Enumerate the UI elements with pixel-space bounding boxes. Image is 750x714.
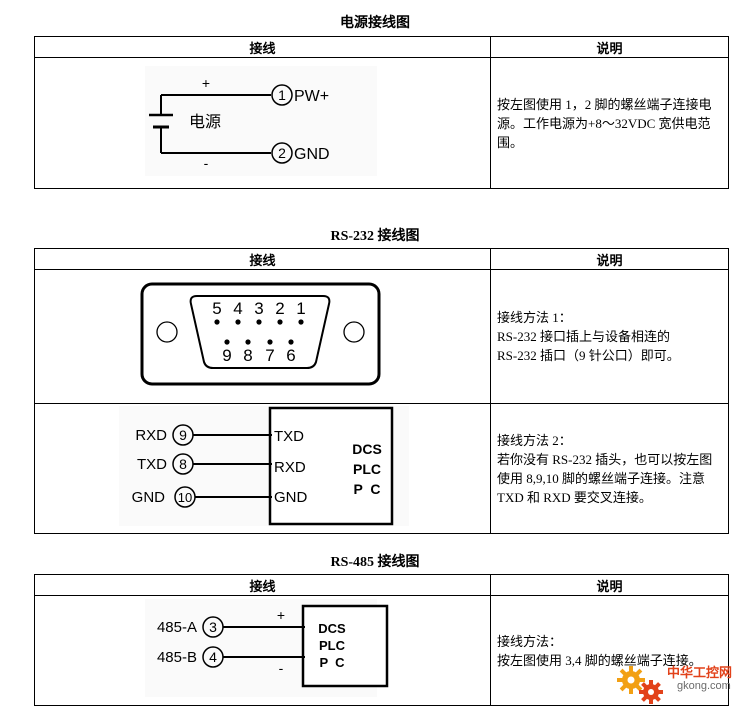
db9-shell (140, 282, 381, 386)
terminal-number: 10 (178, 490, 192, 505)
gear-logo-icon (617, 666, 663, 704)
rs232-method2-description: 接线方法 2： 若你没有 RS-232 插头，也可以按左图 使用 8,9,10 … (490, 403, 729, 534)
pin-number: 2 (275, 299, 284, 318)
pin-1-circle (271, 84, 293, 106)
signal-label-txd: TXD (137, 456, 167, 473)
plus-sign: + (202, 75, 210, 91)
diagram-backdrop (145, 66, 377, 176)
pin-dot-6 (288, 339, 294, 345)
pin-2-circle (271, 142, 293, 164)
pin-number: 5 (212, 299, 221, 318)
signal-label-rxd: RXD (135, 427, 167, 444)
db9-d-outline (189, 295, 331, 369)
device-box (301, 604, 389, 688)
pin-dot-1 (298, 319, 304, 325)
pin-dot-4 (235, 319, 241, 325)
pin-dot-9 (224, 339, 230, 345)
signal-label-485a: 485-A (157, 619, 197, 636)
pin-1-label: PW+ (294, 88, 329, 105)
device-terminal-gnd: GND (274, 489, 308, 506)
pin-number: 7 (265, 346, 274, 365)
db9-connector-diagram: 5 4 3 2 1 9 8 7 6 (140, 282, 381, 386)
signal-label-485b: 485-B (157, 649, 197, 666)
col-header-note: 说明 (490, 36, 729, 58)
device-label-plc: PLC (319, 638, 346, 653)
pin-number: 9 (222, 346, 231, 365)
rs485-section-title: RS-485 接线图 (330, 555, 420, 570)
mount-hole-left (156, 321, 178, 343)
pin-dot-2 (277, 319, 283, 325)
pin-dot-3 (256, 319, 262, 325)
col-header-wiring: 接线 (34, 36, 491, 58)
pin-dot-5 (214, 319, 220, 325)
pin-dot-8 (245, 339, 251, 345)
rs232-terminal-diagram: DCS PLC P C RXD 9 TXD TXD 8 RXD GND 10 (119, 406, 409, 526)
device-label-dcs: DCS (352, 441, 382, 457)
watermark-en: gkong.com (677, 680, 731, 692)
db9-diagram-cell: 5 4 3 2 1 9 8 7 6 (34, 269, 491, 404)
device-label-dcs: DCS (318, 621, 346, 636)
signal-label-gnd: GND (132, 489, 166, 506)
rs485-wiring-table: 接线 说明 DCS PLC P C 485-A 3 + 485-B 4 (34, 574, 729, 706)
power-description: 按左图使用 1，2 脚的螺丝端子连接电 源。工作电源为+8～32VDC 宽供电范… (490, 57, 729, 189)
rs485-description: 接线方法： 按左图使用 3,4 脚的螺丝端子连接。 (490, 595, 729, 706)
pin-number: 8 (243, 346, 252, 365)
pin-2-label: GND (294, 146, 330, 163)
rs232-wiring-table: 接线 说明 (34, 248, 729, 534)
device-label-pc: P C (319, 655, 345, 670)
polarity-minus: - (279, 660, 284, 676)
minus-sign: - (204, 155, 209, 171)
device-label-plc: PLC (353, 461, 381, 477)
watermark-cn: 中华工控网 (667, 666, 733, 681)
pin-1-number: 1 (278, 87, 286, 103)
col-header-note: 说明 (490, 574, 729, 596)
rs232-section-title: RS-232 接线图 (330, 229, 420, 244)
rs232-terminal-diagram-cell: DCS PLC P C RXD 9 TXD TXD 8 RXD GND 10 (34, 403, 491, 534)
power-section-title: 电源接线图 (340, 16, 410, 31)
terminal-number: 4 (209, 649, 217, 665)
col-header-wiring: 接线 (34, 574, 491, 596)
pin-number: 4 (233, 299, 242, 318)
device-label-pc: P C (354, 481, 381, 497)
pin-2-number: 2 (278, 145, 286, 161)
power-diagram-cell: + - 电源 1 PW+ 2 GND (34, 57, 491, 189)
col-header-note: 说明 (490, 248, 729, 270)
col-header-wiring: 接线 (34, 248, 491, 270)
power-wiring-table: 接线 说明 + - 电源 1 PW+ 2 GND (34, 36, 729, 189)
polarity-plus: + (277, 607, 285, 623)
pin-number: 1 (296, 299, 305, 318)
power-source-label: 电源 (189, 112, 221, 131)
gkong-watermark: 中华工控网 gkong.com (615, 660, 745, 708)
terminal-number: 9 (179, 427, 187, 443)
mount-hole-right (343, 321, 365, 343)
pin-dot-7 (267, 339, 273, 345)
rs485-diagram-cell: DCS PLC P C 485-A 3 + 485-B 4 - (34, 595, 491, 706)
pin-number: 6 (286, 346, 295, 365)
power-diagram: + - 电源 1 PW+ 2 GND (145, 66, 377, 176)
pin-number: 3 (254, 299, 263, 318)
device-terminal-rxd: RXD (274, 459, 306, 476)
rs485-diagram: DCS PLC P C 485-A 3 + 485-B 4 - (145, 599, 389, 697)
terminal-number: 8 (179, 456, 187, 472)
rs232-method1-description: 接线方法 1： RS-232 接口插上与设备相连的 RS-232 插口（9 针公… (490, 269, 729, 404)
device-terminal-txd: TXD (274, 428, 304, 445)
device-box (268, 406, 394, 526)
terminal-number: 3 (209, 619, 217, 635)
